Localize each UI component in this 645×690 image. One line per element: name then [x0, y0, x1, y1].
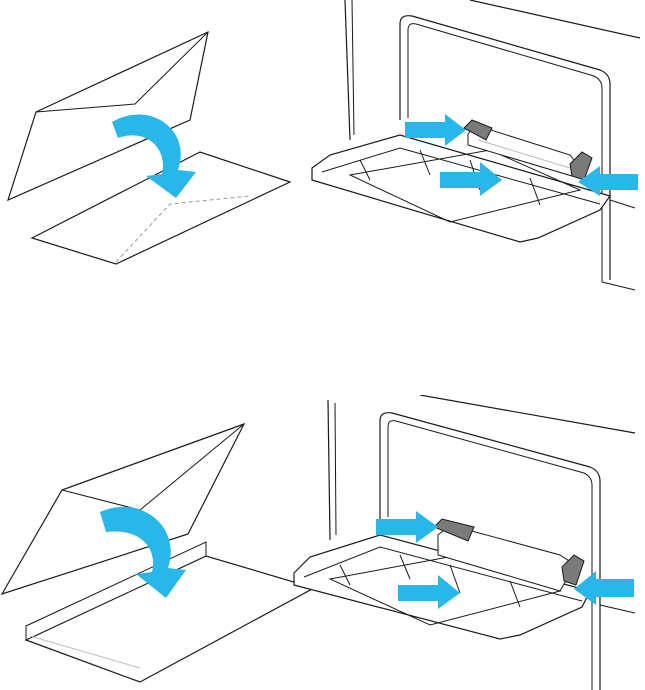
step-1-printer-panel — [300, 0, 645, 300]
envelope-fold-diagram-top — [0, 0, 300, 280]
printer-tray-diagram-top — [300, 0, 645, 300]
step-1-envelope-panel — [0, 0, 300, 280]
step-2-envelope-panel — [0, 410, 320, 690]
envelope-fold-diagram-bottom — [0, 410, 320, 690]
bypass-tray-icon — [312, 135, 610, 242]
printer-tray-diagram-bottom — [290, 395, 645, 690]
step-2-printer-panel — [290, 395, 645, 690]
